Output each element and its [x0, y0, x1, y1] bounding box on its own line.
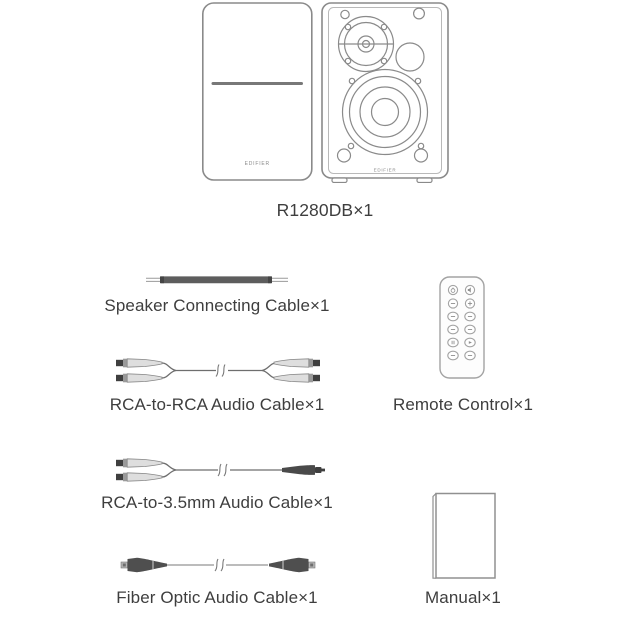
speaker-foot [416, 177, 433, 183]
remote-control-illustration [439, 276, 485, 379]
manual-illustration [432, 492, 496, 579]
speaker-cable-illustration [146, 276, 288, 284]
edifier-logo: EDIFIER [245, 161, 270, 167]
toslink-plug-icon [268, 557, 316, 573]
rca-35mm-cable-label: RCA-to-3.5mm Audio Cable×1 [101, 493, 333, 512]
left-speaker-drawing: EDIFIER [202, 2, 313, 181]
speaker-foot [331, 177, 348, 183]
rca-35mm-cable-illustration [115, 458, 325, 482]
rca-rca-cable-label: RCA-to-RCA Audio Cable×1 [109, 395, 325, 414]
model-label: R1280DB×1 [276, 200, 374, 220]
manual-label: Manual×1 [425, 588, 501, 607]
power-button-icon [447, 284, 459, 296]
foot-hole-icon [336, 148, 352, 163]
pause-button-icon [447, 337, 459, 348]
screw-icon [413, 7, 426, 20]
fiber-optic-cable-label: Fiber Optic Audio Cable×1 [116, 588, 318, 607]
bass-port-drawing [395, 42, 425, 72]
right-speaker-drawing: EDIFIER [321, 2, 449, 183]
fiber-optic-cable-illustration [120, 557, 316, 573]
edifier-logo: EDIFIER [374, 168, 397, 173]
foot-hole-icon [413, 148, 429, 163]
woofer-drawing [341, 68, 429, 156]
remote-control-label: Remote Control×1 [392, 395, 534, 414]
speaker-cable-label: Speaker Connecting Cable×1 [104, 296, 330, 315]
tweeter-drawing [337, 15, 395, 73]
jack-35mm-icon [282, 465, 325, 475]
screw-icon [340, 9, 350, 20]
rca-rca-cable-illustration [115, 358, 321, 383]
toslink-plug-icon [120, 557, 168, 573]
speakers-illustration: EDIFIER [202, 2, 449, 183]
